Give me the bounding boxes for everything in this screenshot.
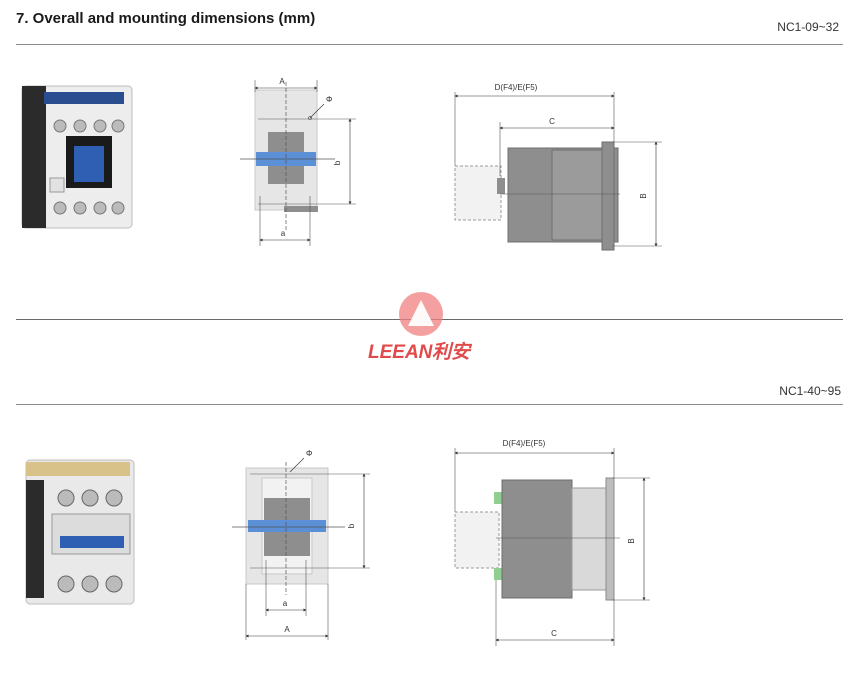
dim-label-b-top: b [333,160,342,165]
logo-brand-latin: LEEAN [368,342,434,363]
contactor-photo-small [21,85,133,229]
model-label-bottom: NC1-40~95 [779,384,841,398]
divider-top [16,44,843,45]
dim-label-D-bottom: D(F4)/E(F5) [503,439,546,448]
dim-label-b-bottom: b [347,523,356,528]
logo-brand-cjk: 利安 [432,341,473,363]
dim-label-phi-top: Φ [326,95,332,104]
model-label-top: NC1-09~32 [777,20,839,34]
contactor-photo-large [25,459,135,605]
section-title: 7. Overall and mounting dimensions (mm) [16,10,316,27]
side-view-small [454,92,662,251]
dim-label-B-top: B [639,193,648,198]
dim-label-phi-bottom: Φ [306,449,312,458]
dim-label-D-top: D(F4)/E(F5) [495,83,538,92]
dim-label-A-top: A [279,77,285,86]
dim-label-B-bottom: B [627,538,636,543]
dim-label-C-top: C [549,117,555,126]
leean-logo-watermark: LEEAN 利安 [368,292,473,363]
dim-label-C-bottom: C [551,629,557,638]
front-view-large [232,457,370,640]
side-view-large [454,448,650,646]
front-view-small [240,80,356,246]
divider-bottom [16,404,843,405]
dim-label-a-top: a [281,229,286,238]
dim-label-A-bottom: A [284,625,290,634]
dim-label-a-bottom: a [283,599,288,608]
